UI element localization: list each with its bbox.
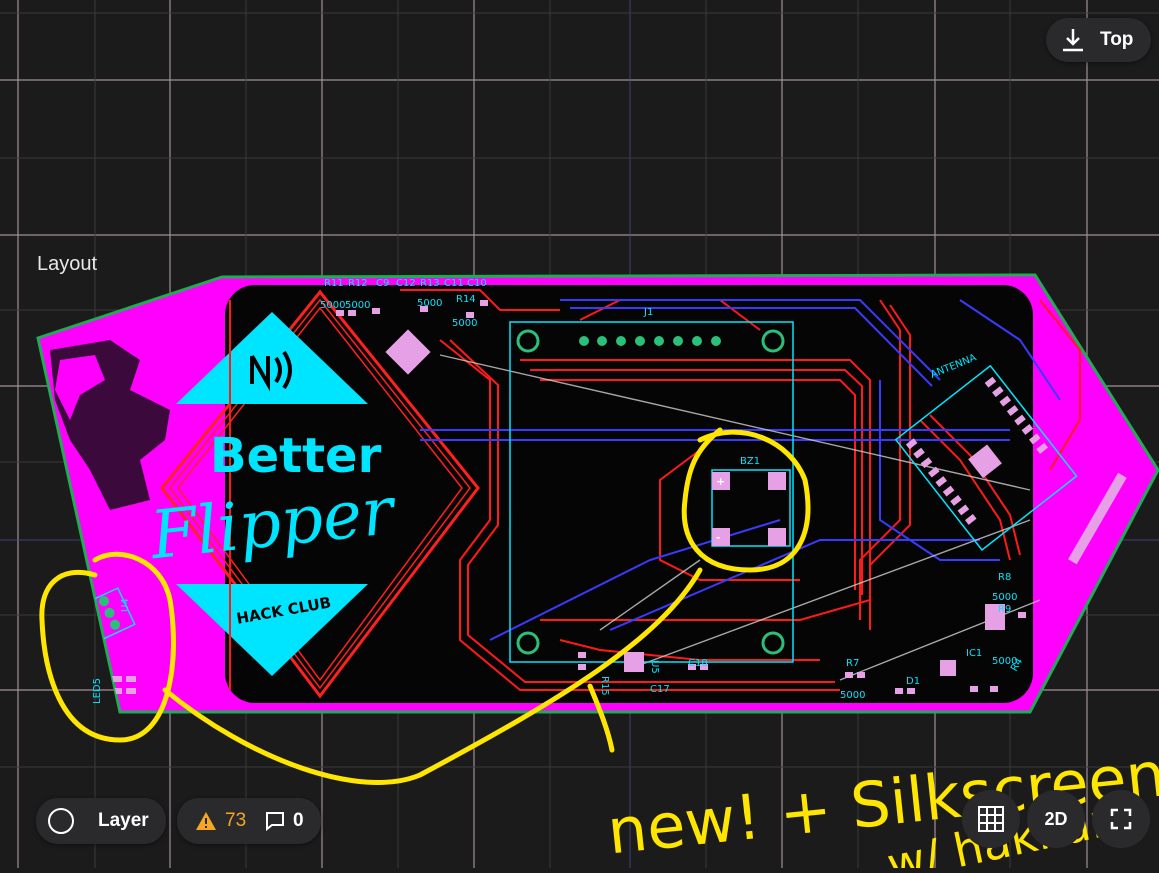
expand-button[interactable] (1092, 790, 1150, 848)
svg-text:R9: R9 (998, 604, 1011, 615)
svg-text:U4: U4 (120, 598, 131, 612)
expand-icon (1110, 808, 1132, 830)
issues-button[interactable]: 73 0 (177, 798, 321, 844)
svg-text:U5: U5 (649, 660, 660, 674)
layer-circle-icon (48, 808, 74, 834)
svg-text:BZ1: BZ1 (740, 456, 760, 467)
grid-icon (978, 806, 1004, 832)
annotation-circles (39, 427, 811, 785)
svg-text:+: + (716, 475, 725, 488)
logo-top-triangle (176, 312, 368, 404)
svg-text:C9: C9 (376, 278, 389, 289)
bz1-footprint (711, 469, 791, 547)
svg-text:C11: C11 (444, 278, 464, 289)
mode-2d-button[interactable]: 2D (1027, 790, 1085, 848)
svg-text:IC1: IC1 (966, 648, 982, 659)
svg-text:R7: R7 (846, 658, 859, 669)
usb-connector (1068, 472, 1127, 565)
layer-button[interactable]: Layer (36, 798, 166, 844)
smd-pads (112, 300, 1026, 694)
silkscreen-labels: R11 R12 C9 C12 R13 C11 C10 R14 5000 5000… (92, 278, 1025, 704)
j1-footprint (509, 321, 794, 663)
logo-title: Better (210, 428, 382, 484)
svg-text:5000: 5000 (840, 690, 865, 701)
svg-text:R14: R14 (456, 294, 476, 305)
mode-2d-label: 2D (1044, 808, 1068, 829)
warnings-count: 73 (225, 810, 247, 831)
svg-text:5000: 5000 (992, 656, 1017, 667)
svg-text:C12: C12 (396, 278, 416, 289)
svg-text:R15: R15 (599, 676, 610, 696)
svg-text:J1: J1 (643, 307, 653, 318)
comments-count: 0 (293, 810, 304, 831)
comment-icon (266, 812, 284, 831)
svg-text:5000: 5000 (992, 592, 1017, 603)
section-label: Layout (37, 253, 98, 275)
download-arrow-icon (1063, 29, 1083, 52)
svg-text:R12: R12 (348, 278, 368, 289)
esp-module (894, 364, 1078, 552)
logo-diamond (160, 289, 480, 699)
svg-text:5000: 5000 (417, 298, 442, 309)
svg-text:R13: R13 (420, 278, 440, 289)
svg-text:5000: 5000 (452, 318, 477, 329)
svg-text:5000: 5000 (345, 300, 370, 311)
ground-pour (225, 285, 1033, 703)
svg-text:R11: R11 (324, 278, 344, 289)
j1-header-pins (579, 336, 721, 346)
svg-text:C10: C10 (467, 278, 487, 289)
grid-toggle-button[interactable] (962, 790, 1020, 848)
svg-text:R8: R8 (998, 572, 1011, 583)
svg-text:LED5: LED5 (92, 678, 103, 704)
svg-text:C18: C18 (688, 658, 708, 669)
u4-footprint (75, 587, 136, 645)
svg-text:5000: 5000 (320, 300, 345, 311)
nfc-icon (250, 350, 292, 392)
view-side-toggle[interactable]: Top (1046, 18, 1151, 62)
j1-mounting-holes (516, 329, 785, 655)
warning-icon (196, 812, 216, 830)
layer-label: Layer (98, 810, 149, 831)
svg-text:-: - (716, 531, 721, 544)
svg-text:C17: C17 (650, 684, 670, 695)
logo-bottom-triangle (176, 584, 368, 676)
svg-text:D1: D1 (906, 676, 920, 687)
view-side-label: Top (1100, 29, 1134, 50)
